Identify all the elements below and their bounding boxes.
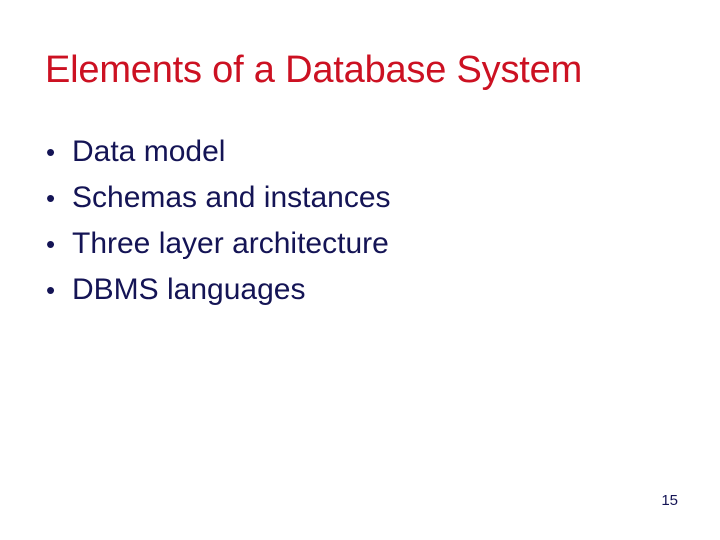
bullet-point-icon: • xyxy=(46,229,56,259)
list-item-label: DBMS languages xyxy=(72,273,306,306)
list-item-label: Three layer architecture xyxy=(72,227,389,260)
list-item-label: Schemas and instances xyxy=(72,181,391,214)
list-item: • Data model xyxy=(44,130,664,176)
bullet-list: • Data model • Schemas and instances • T… xyxy=(44,130,664,314)
bullet-point-icon: • xyxy=(46,275,56,305)
bullet-point-icon: • xyxy=(46,137,56,167)
list-item: • Schemas and instances xyxy=(44,176,664,222)
page-number: 15 xyxy=(661,492,678,509)
list-item: • DBMS languages xyxy=(44,268,664,314)
list-item: • Three layer architecture xyxy=(44,222,664,268)
list-item-label: Data model xyxy=(72,135,226,168)
page-title: Elements of a Database System xyxy=(45,49,583,91)
bullet-point-icon: • xyxy=(46,183,56,213)
